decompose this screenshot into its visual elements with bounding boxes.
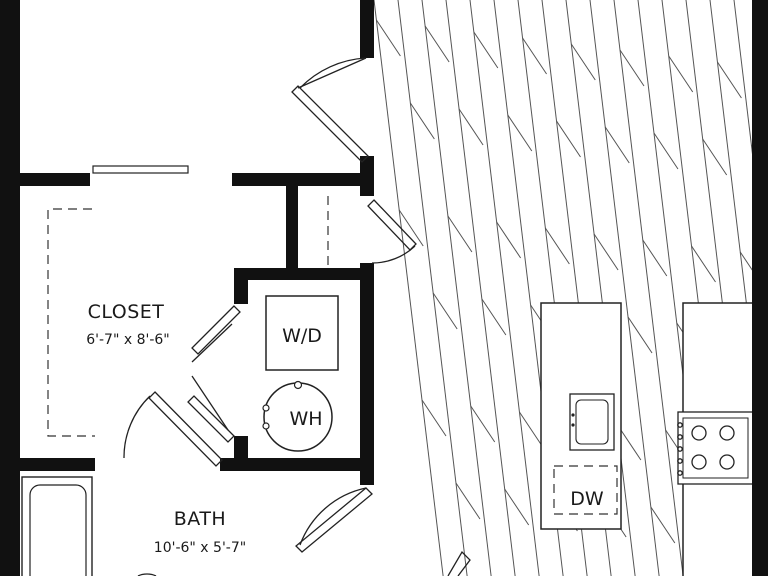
plank-joint	[653, 132, 679, 170]
plank-joint	[570, 43, 596, 81]
plank-line	[613, 0, 684, 576]
bath-name: BATH	[174, 508, 226, 530]
plank-line	[589, 0, 660, 576]
plank-joint	[717, 61, 742, 99]
doors	[123, 57, 471, 576]
plank-joint	[544, 227, 570, 265]
plank-joint	[473, 31, 499, 69]
dishwasher-label: DW	[570, 488, 604, 510]
plank-joint	[642, 239, 668, 277]
closet-dimensions: 6'-7" x 8'-6"	[86, 332, 170, 348]
closet-shelf-outline	[47, 208, 95, 437]
plank-line	[469, 0, 540, 576]
plank-joint	[668, 55, 694, 93]
wall-shelf	[92, 165, 189, 174]
plank-joint	[556, 120, 581, 158]
plank-joint	[739, 251, 752, 271]
plank-joint	[496, 221, 522, 259]
plank-joint	[455, 482, 481, 520]
bath-dimensions: 10'-6" x 5'-7"	[154, 540, 246, 556]
closet-name: CLOSET	[88, 301, 165, 323]
washer-dryer: W/D	[265, 295, 339, 371]
water-heater: WH	[262, 380, 333, 452]
plank-joint	[691, 245, 716, 283]
washer-dryer-label: W/D	[282, 325, 322, 347]
plank-joint	[424, 25, 450, 63]
plank-line	[421, 0, 492, 576]
plank-line	[565, 0, 636, 576]
plank-joint	[519, 411, 544, 449]
plank-joint	[593, 233, 619, 271]
kitchen-sink	[569, 393, 615, 451]
plank-joint	[627, 316, 653, 354]
water-heater-label: WH	[289, 408, 322, 430]
plank-line	[709, 0, 752, 355]
plank-joint	[458, 108, 484, 146]
plank-line	[445, 0, 516, 576]
plank-joint	[702, 138, 728, 176]
plank-joint	[421, 399, 447, 437]
plank-joint	[470, 405, 496, 443]
plank-line	[374, 0, 444, 576]
plank-joint	[481, 298, 507, 336]
plank-line	[733, 0, 752, 155]
plank-joint	[375, 19, 401, 57]
plank-joint	[522, 37, 547, 75]
plank-joint	[432, 292, 458, 330]
dishwasher: DW	[553, 465, 618, 515]
kitchen-counter	[677, 302, 754, 576]
plank-line	[397, 0, 468, 576]
plank-joint	[650, 506, 676, 544]
plank-joint	[447, 215, 473, 253]
bathtub	[21, 476, 93, 576]
plank-joint	[398, 209, 424, 247]
plank-joint	[409, 102, 435, 140]
plank-joint	[604, 126, 630, 164]
plank-joint	[504, 488, 530, 526]
plank-joint	[619, 49, 645, 87]
plank-joint	[507, 114, 533, 152]
toilet-edge	[137, 573, 157, 576]
